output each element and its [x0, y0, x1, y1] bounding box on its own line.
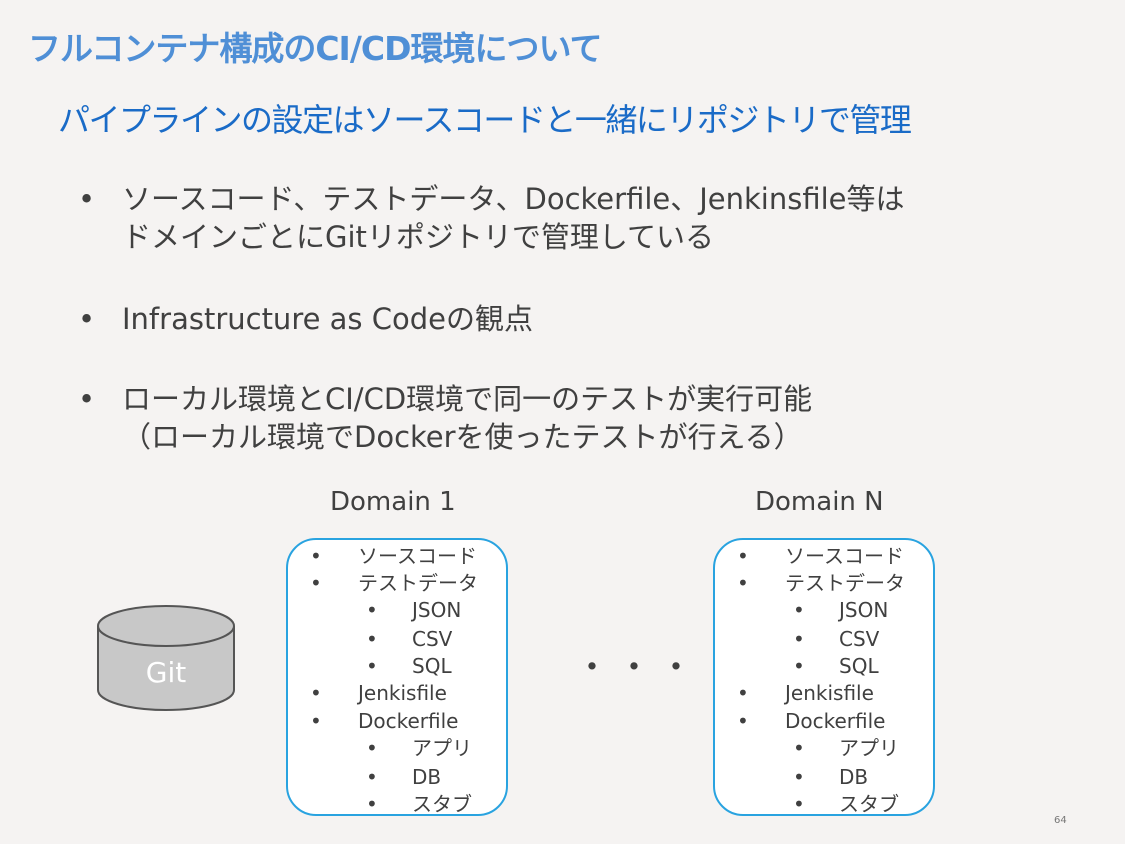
bullet-dot: •: [793, 654, 805, 678]
list-item-text: Jenkisfile: [358, 681, 447, 705]
domain-1-box: • ソースコード • テストデータ • JSON • CSV • SQL • Jenkisfile • D…: [286, 538, 508, 816]
bullet-dot: •: [793, 736, 805, 760]
git-cylinder-icon: Git: [97, 605, 235, 711]
list-item-text: JSON: [839, 598, 889, 622]
bullet-dot: •: [78, 382, 96, 416]
bullet-text-line1: Infrastructure as Codeの観点: [122, 302, 533, 336]
bullet-dot: •: [793, 792, 805, 816]
bullet-dot: •: [366, 736, 378, 760]
list-item-text: Jenkisfile: [785, 681, 874, 705]
list-item-text: Dockerfile: [785, 709, 886, 733]
list-item-text: テストデータ: [785, 571, 905, 595]
bullet-dot: •: [366, 792, 378, 816]
bullet-dot: •: [793, 627, 805, 651]
bullet-dot: •: [737, 544, 749, 568]
ellipsis: ・・・: [575, 648, 701, 688]
list-item-text: Dockerfile: [358, 709, 459, 733]
list-item-text: テストデータ: [358, 571, 478, 595]
slide-subtitle: パイプラインの設定はソースコードと一緒にリポジトリで管理: [58, 101, 912, 139]
bullet-dot: •: [737, 709, 749, 733]
list-item-text: CSV: [412, 627, 453, 651]
list-item-text: スタブ: [412, 792, 472, 816]
list-item-text: DB: [412, 765, 442, 789]
bullet-text-line2: （ローカル環境でDockerを使ったテストが行える）: [122, 420, 803, 454]
list-item-text: スタブ: [839, 792, 899, 816]
page-number: 64: [1054, 815, 1067, 826]
bullet-dot: •: [737, 681, 749, 705]
bullet-dot: •: [793, 598, 805, 622]
list-item-text: ソースコード: [785, 544, 904, 568]
bullet-text-line1: ソースコード、テストデータ、Dockerfile、Jenkinsfile等は: [122, 182, 905, 216]
bullet-dot: •: [78, 302, 96, 336]
git-label: Git: [146, 656, 186, 689]
bullet-dot: •: [366, 598, 378, 622]
list-item-text: SQL: [412, 654, 452, 678]
list-item-text: JSON: [412, 598, 462, 622]
list-item-text: CSV: [839, 627, 880, 651]
domain-n-label: Domain N: [755, 487, 884, 517]
list-item-text: DB: [839, 765, 869, 789]
list-item-text: SQL: [839, 654, 879, 678]
bullet-dot: •: [78, 182, 96, 216]
bullet-dot: •: [310, 544, 322, 568]
bullet-dot: •: [737, 571, 749, 595]
bullet-dot: •: [366, 627, 378, 651]
list-item-text: アプリ: [839, 736, 899, 760]
bullet-text-line2: ドメインごとにGitリポジトリで管理している: [122, 220, 715, 254]
bullet-text-line1: ローカル環境とCI/CD環境で同一のテストが実行可能: [122, 382, 813, 416]
bullet-dot: •: [793, 765, 805, 789]
domain-n-box: • ソースコード • テストデータ • JSON • CSV • SQL • Jenkisfile • D…: [713, 538, 935, 816]
bullet-dot: •: [366, 765, 378, 789]
bullet-dot: •: [366, 654, 378, 678]
list-item-text: ソースコード: [358, 544, 477, 568]
bullet-dot: •: [310, 681, 322, 705]
list-item-text: アプリ: [412, 736, 472, 760]
bullet-dot: •: [310, 709, 322, 733]
bullet-dot: •: [310, 571, 322, 595]
slide-title: フルコンテナ構成のCI/CD環境について: [28, 29, 603, 68]
domain-1-label: Domain 1: [330, 487, 456, 517]
